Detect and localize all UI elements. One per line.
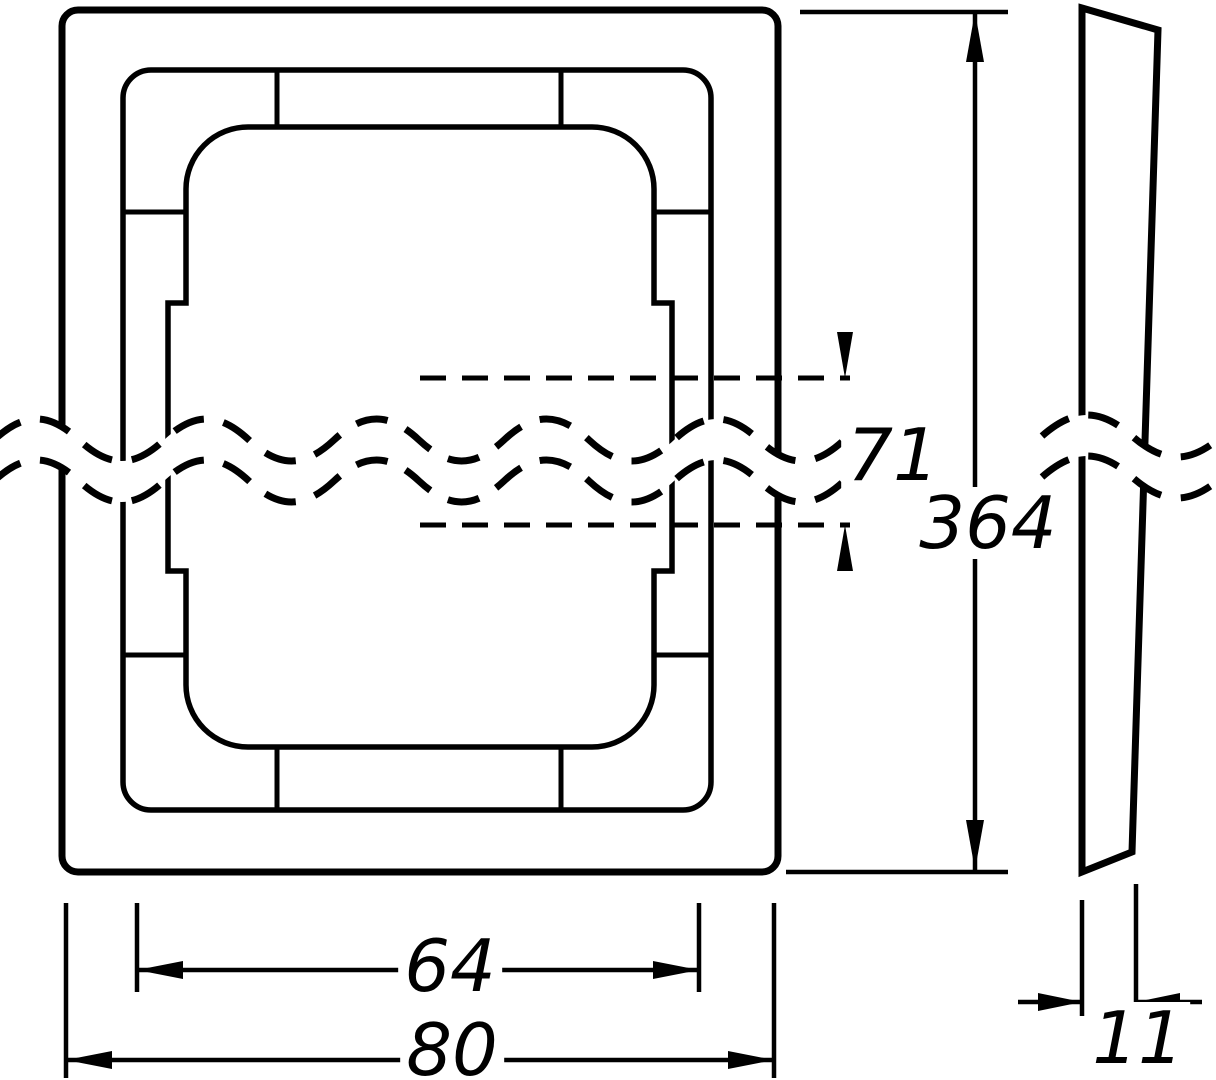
break-band-mask-side — [1042, 415, 1216, 498]
dim-label-depth: 11 — [1086, 1002, 1190, 1074]
dim-80-arrow-right — [728, 1051, 774, 1069]
dim-71-dashed-lines — [420, 375, 850, 528]
dim-label-module-spacing: 71 — [841, 419, 945, 491]
break-wave-bottom-front — [0, 456, 847, 506]
break-lines — [0, 411, 1216, 506]
dim-364-arrow-top — [966, 12, 984, 62]
dim-64-extension-lines — [134, 903, 702, 992]
break-wave-bottom-side — [1039, 452, 1216, 502]
dim-80-extension-lines — [63, 903, 777, 1078]
frame-segment-joints — [123, 70, 711, 810]
break-wave-top-front — [0, 415, 847, 465]
dim-label-total-height: 364 — [913, 487, 1063, 559]
front-view — [58, 6, 782, 876]
dim-80-arrow-left — [66, 1051, 112, 1069]
dim-71-arrow-bottom — [837, 525, 853, 571]
module-opening — [165, 124, 675, 750]
dim-label-outer-width: 80 — [400, 1014, 504, 1080]
dim-64-arrow-right — [653, 961, 699, 979]
dim-11-extension-lines — [1079, 884, 1139, 1016]
dim-label-inner-width: 64 — [398, 930, 502, 1002]
side-view — [1078, 3, 1162, 878]
dim-64-arrow-left — [137, 961, 183, 979]
dim-71-arrow-top — [837, 332, 853, 378]
break-band-mask-front — [0, 419, 844, 502]
dim-364-extension-lines — [786, 9, 1008, 875]
break-wave-top-side — [1039, 411, 1216, 461]
dim-11-arrow-left — [1038, 993, 1082, 1011]
dim-364-arrow-bottom — [966, 820, 984, 870]
side-profile — [1078, 3, 1162, 878]
